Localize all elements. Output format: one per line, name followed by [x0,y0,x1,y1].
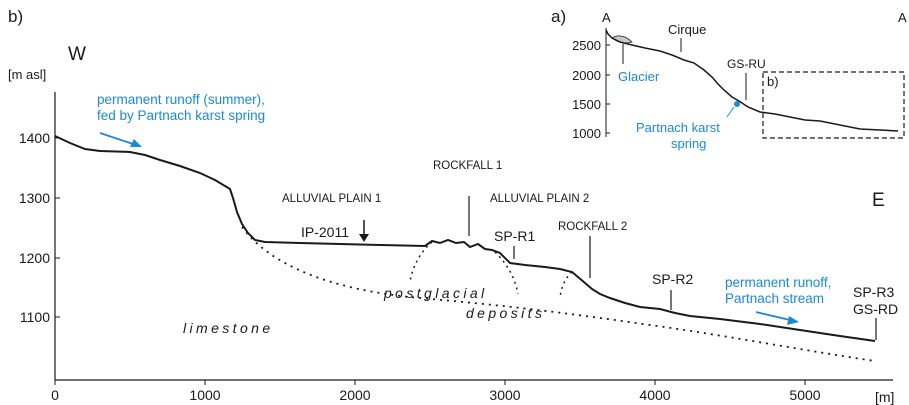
west-label: W [68,44,86,65]
runoff-summer-label-line2: fed by Partnach karst spring [97,108,265,123]
inset-box-label: b) [767,74,779,89]
y-axis-ticks: 1400 1300 1200 1100 [19,130,60,325]
panel-b: b) W E [m asl] 1400 1300 1200 1100 0 10 [8,7,898,405]
spring-leader [726,106,735,118]
x-axis-unit: [m] [875,389,894,405]
x-tick-label: 4000 [639,387,670,403]
rockfall-1-label: ROCKFALL 1 [433,160,502,172]
x-tick-label: 3000 [489,387,520,403]
spring-marker [734,101,740,107]
cirque-label: Cirque [668,22,706,37]
y-tick-label: 1300 [19,190,50,206]
y-axis-unit: [m asl] [8,67,46,82]
runoff-summer-arrow [99,132,142,147]
x-tick-label: 0 [51,387,59,403]
rockfall-2-label: ROCKFALL 2 [558,221,627,233]
deposits-label: deposits [466,305,545,321]
panel-a-label: a) [551,7,566,26]
postglacial-label: postglacial [383,285,488,301]
ip-2011-label: IP-2011 [301,224,349,240]
runoff-stream-arrow [755,311,799,325]
alluvial-plain-2-label: ALLUVIAL PLAIN 2 [490,193,589,205]
sp-r3-label: SP-R3 [853,284,894,300]
y-tick-label: 1200 [19,250,50,266]
runoff-stream-label-line1: permanent runoff, [725,275,831,290]
panel-b-label: b) [8,7,23,26]
profile-start-label: A [602,10,611,25]
inset-extent-box [762,71,905,139]
y-tick-label: 1400 [19,130,50,146]
inset-profile-line [605,29,899,132]
rockfall-2-deposit-boundary [559,271,573,299]
rockfall-1-deposit-boundary [494,251,519,295]
runoff-summer-label-line1: permanent runoff (summer), [97,92,265,107]
y-tick-label: 1100 [20,309,50,325]
gs-rd-label: GS-RD [853,301,898,317]
glacier-label: Glacier [618,69,660,84]
runoff-stream-label-line2: Partnach stream [725,291,824,306]
bedrock-boundary-line [241,226,876,362]
spring-label-line2: spring [671,136,706,151]
surface-profile-line [54,135,876,342]
inset-y-tick-label: 1500 [572,97,601,112]
panel-a: a) A A 2500 2000 1500 1000 Cirque Glacie… [551,7,907,151]
spring-label-line1: Partnach karst [636,120,720,135]
x-axis-ticks: 0 1000 2000 3000 4000 5000 [m] [51,380,894,405]
x-tick-label: 1000 [189,387,220,403]
rockfall-1-deposit-boundary [409,241,433,283]
inset-y-tick-label: 1000 [572,126,601,141]
profile-end-label: A [898,10,907,25]
inset-y-tick-label: 2500 [572,38,601,53]
ip-2011-arrow [359,220,369,242]
x-tick-label: 5000 [789,387,820,403]
sp-r1-label: SP-R1 [494,228,535,244]
sp-r2-label: SP-R2 [652,271,693,287]
limestone-label: limestone [183,320,274,336]
gs-ru-label: GS-RU [727,57,766,71]
alluvial-plain-1-label: ALLUVIAL PLAIN 1 [282,193,381,205]
east-label: E [872,190,885,211]
inset-y-tick-label: 2000 [572,68,601,83]
x-tick-label: 2000 [339,387,370,403]
